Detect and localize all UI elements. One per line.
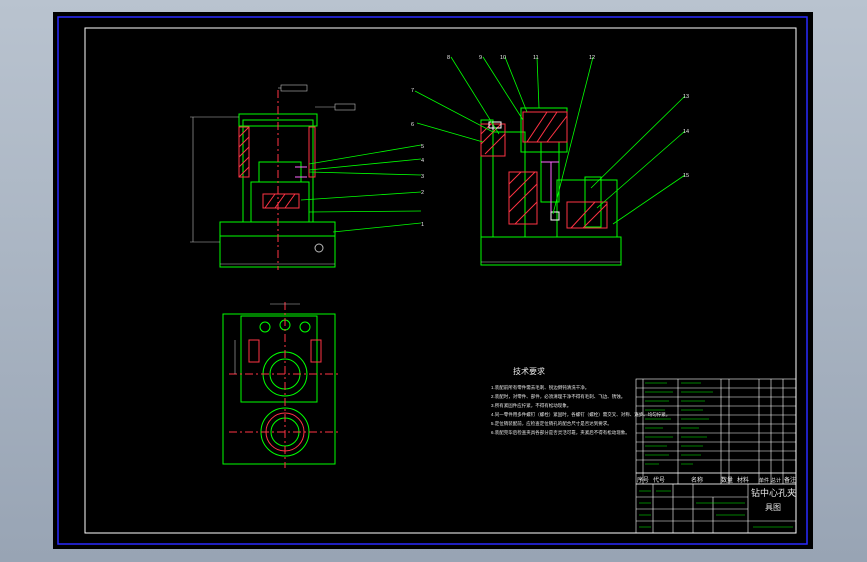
title-block [635, 483, 797, 534]
callout-3: 3 [421, 174, 424, 180]
top-view [222, 302, 341, 468]
bom-header-unit: 单件 [759, 477, 769, 484]
bom-header-name: 名称 [691, 476, 703, 484]
bom-header-code: 代号 [653, 476, 665, 484]
outer-border [57, 16, 808, 545]
callout-2: 2 [421, 190, 424, 196]
cad-drawing-canvas[interactable]: 技术要求 1.装配前所有零件需去毛刺、锐边倒钝清洗干净。 2.装配时，对零件、部… [53, 12, 813, 549]
callout-13: 13 [683, 94, 689, 100]
title-line-1: 钻中心孔夹 [751, 487, 796, 498]
tech-req-line-2: 2.装配时，对零件、部件，必须清理干净不得有毛刺、飞边、锈蚀。 [491, 393, 625, 400]
tech-req-line-1: 1.装配前所有零件需去毛刺、锐边倒钝清洗干净。 [491, 384, 589, 391]
callout-14: 14 [683, 129, 689, 135]
bom-header: 序号 代号 名称 数量 材料 单件 总计 备注 [637, 476, 796, 484]
title-line-2: 具图 [765, 503, 781, 512]
technical-requirements: 技术要求 1.装配前所有零件需去毛刺、锐边倒钝清洗干净。 2.装配时，对零件、部… [491, 366, 670, 436]
inner-border [84, 27, 797, 534]
bom-header-index: 序号 [637, 476, 649, 484]
callout-8: 8 [447, 55, 450, 61]
callout-6: 6 [411, 122, 414, 128]
callouts: 1 2 3 4 5 6 7 8 9 10 11 12 13 14 15 [411, 55, 689, 228]
bom-header-material: 材料 [737, 476, 749, 484]
callout-9: 9 [479, 55, 482, 61]
callout-15: 15 [683, 173, 689, 179]
callout-12: 12 [589, 55, 595, 61]
callout-4: 4 [421, 158, 424, 164]
tech-req-line-4: 4.同一零件用多件螺钉（螺栓）紧固时，各螺钉（螺栓）需交叉、对称、逐步、均匀拧紧… [491, 411, 670, 418]
bom-header-total: 总计 [771, 477, 781, 484]
tech-req-line-6: 6.装配完毕后检查夹具各部分是否灵活可靠，夹紧后不得有松动现象。 [491, 429, 630, 436]
bom-header-remark: 备注 [784, 476, 796, 484]
callout-7: 7 [411, 88, 414, 94]
cad-drawing-viewport[interactable]: 技术要求 1.装配前所有零件需去毛刺、锐边倒钝清洗干净。 2.装配时，对零件、部… [53, 12, 813, 549]
callout-5: 5 [421, 144, 424, 150]
tech-req-line-5: 5.定位销装配前，应检查定位销孔的配合尺寸是否达到要求。 [491, 420, 612, 427]
tech-req-line-3: 3.所有紧固件应拧紧，不得有松动现象。 [491, 402, 571, 409]
side-view [414, 56, 686, 266]
front-view [190, 84, 422, 270]
callout-11: 11 [533, 55, 539, 61]
bom-header-qty: 数量 [721, 476, 733, 484]
tech-req-heading: 技术要求 [513, 366, 545, 376]
callout-10: 10 [500, 55, 506, 61]
callout-1: 1 [421, 222, 424, 228]
bom-table [635, 378, 797, 485]
